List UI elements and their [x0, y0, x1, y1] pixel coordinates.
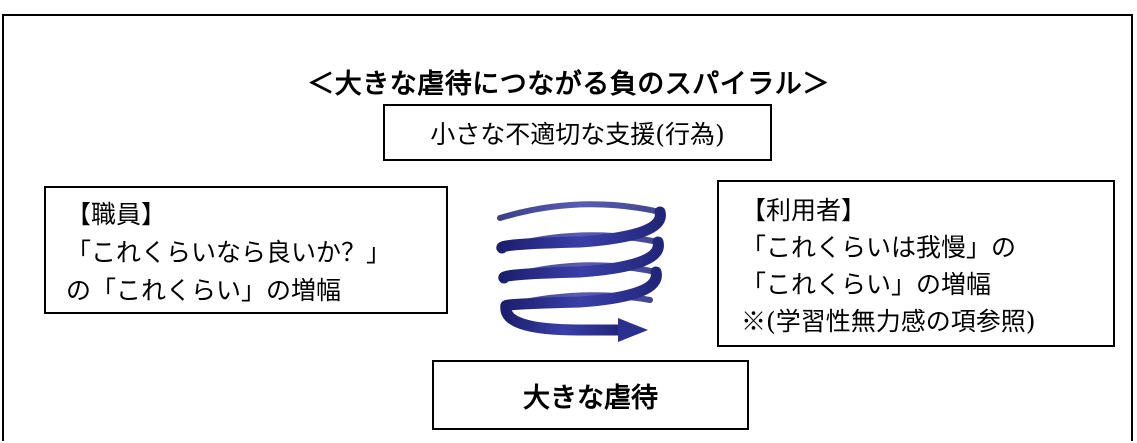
small-inappropriate-support-box: 小さな不適切な支援(行為) — [383, 104, 772, 161]
diagram-frame — [2, 14, 1133, 441]
staff-box-line-2: の「これくらい」の増幅 — [66, 276, 342, 305]
user-box-heading: 【利用者】 — [741, 196, 867, 225]
spiral-arrow-icon — [496, 201, 666, 342]
user-box-line-1: 「これくらいは我慢」の — [741, 233, 1017, 262]
staff-box-heading: 【職員】 — [66, 200, 167, 229]
major-abuse-label: 大きな虐待 — [523, 382, 658, 414]
diagram-title: ＜大きな虐待につながる負のスパイラル＞ — [307, 69, 830, 100]
user-box: 【利用者】 「これくらいは我慢」の 「これくらい」の増幅 ※(学習性無力感の項参… — [717, 180, 1115, 347]
small-inappropriate-support-label: 小さな不適切な支援(行為) — [430, 119, 725, 149]
major-abuse-box: 大きな虐待 — [432, 360, 749, 430]
staff-box-line-1: 「これくらいなら良いか？」 — [66, 238, 392, 267]
user-box-line-2: 「これくらい」の増幅 — [741, 270, 992, 299]
staff-box: 【職員】 「これくらいなら良いか？」 の「これくらい」の増幅 — [44, 186, 448, 314]
user-box-line-3: ※(学習性無力感の項参照) — [741, 307, 1036, 336]
